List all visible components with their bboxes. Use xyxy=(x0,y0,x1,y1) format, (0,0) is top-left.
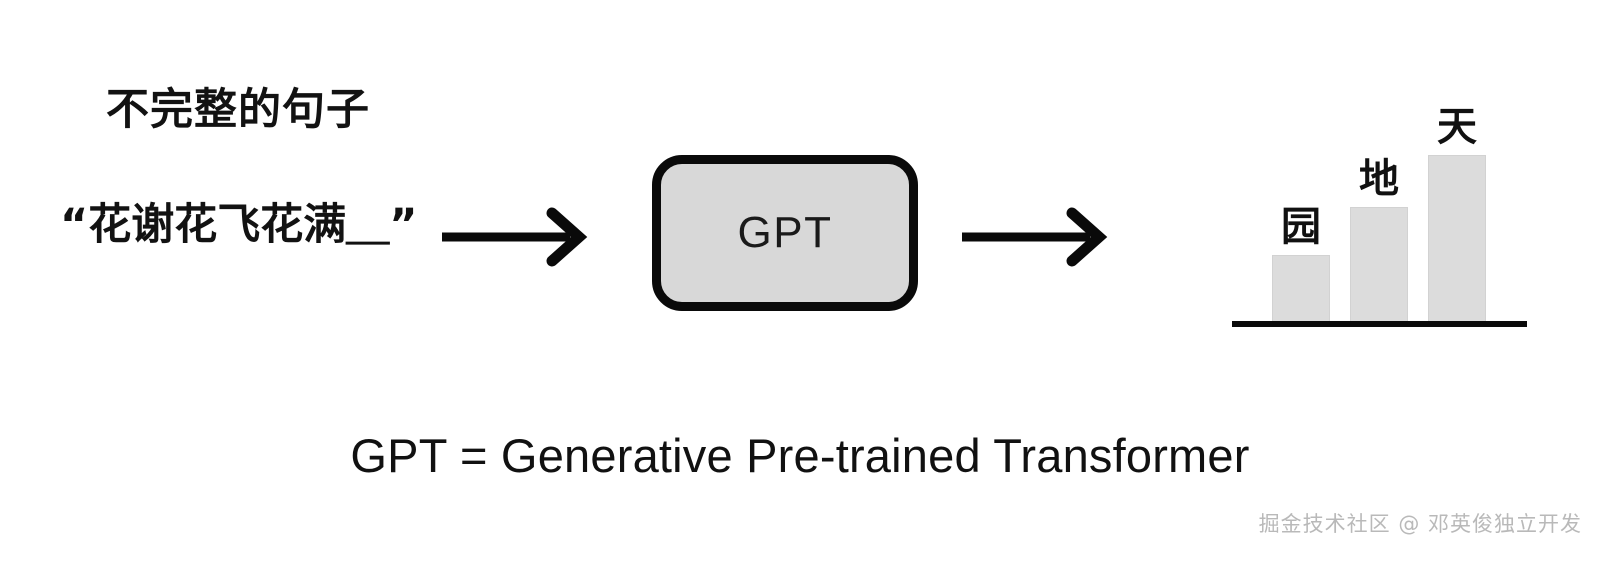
bar-rect-1 xyxy=(1272,255,1330,327)
bar-group-3: 天 xyxy=(1428,80,1486,327)
bar-label-2: 地 xyxy=(1359,156,1399,202)
bar-chart-plot-area: 园 地 天 xyxy=(1200,80,1527,327)
arrow-model-to-output-icon xyxy=(960,206,1110,268)
diagram-caption: GPT = Generative Pre-trained Transformer xyxy=(350,429,1250,482)
bar-chart-baseline xyxy=(1232,321,1527,327)
bar-label-3: 天 xyxy=(1437,104,1477,150)
input-heading: 不完整的句子 xyxy=(106,85,370,135)
gpt-model-label: GPT xyxy=(737,208,833,257)
bar-rect-3 xyxy=(1428,155,1486,327)
bar-group-2: 地 xyxy=(1350,80,1408,327)
watermark-text: 掘金技术社区 @ 邓英俊独立开发 xyxy=(1258,512,1582,536)
input-prompt-text: “花谢花飞花满＿” xyxy=(60,200,418,250)
bar-group-1: 园 xyxy=(1272,80,1330,327)
gpt-model-box: GPT xyxy=(652,155,918,311)
bar-rect-2 xyxy=(1350,207,1408,327)
output-bar-chart: 园 地 天 xyxy=(1200,80,1527,335)
arrow-input-to-model-icon xyxy=(440,206,590,268)
bar-label-1: 园 xyxy=(1281,204,1321,250)
